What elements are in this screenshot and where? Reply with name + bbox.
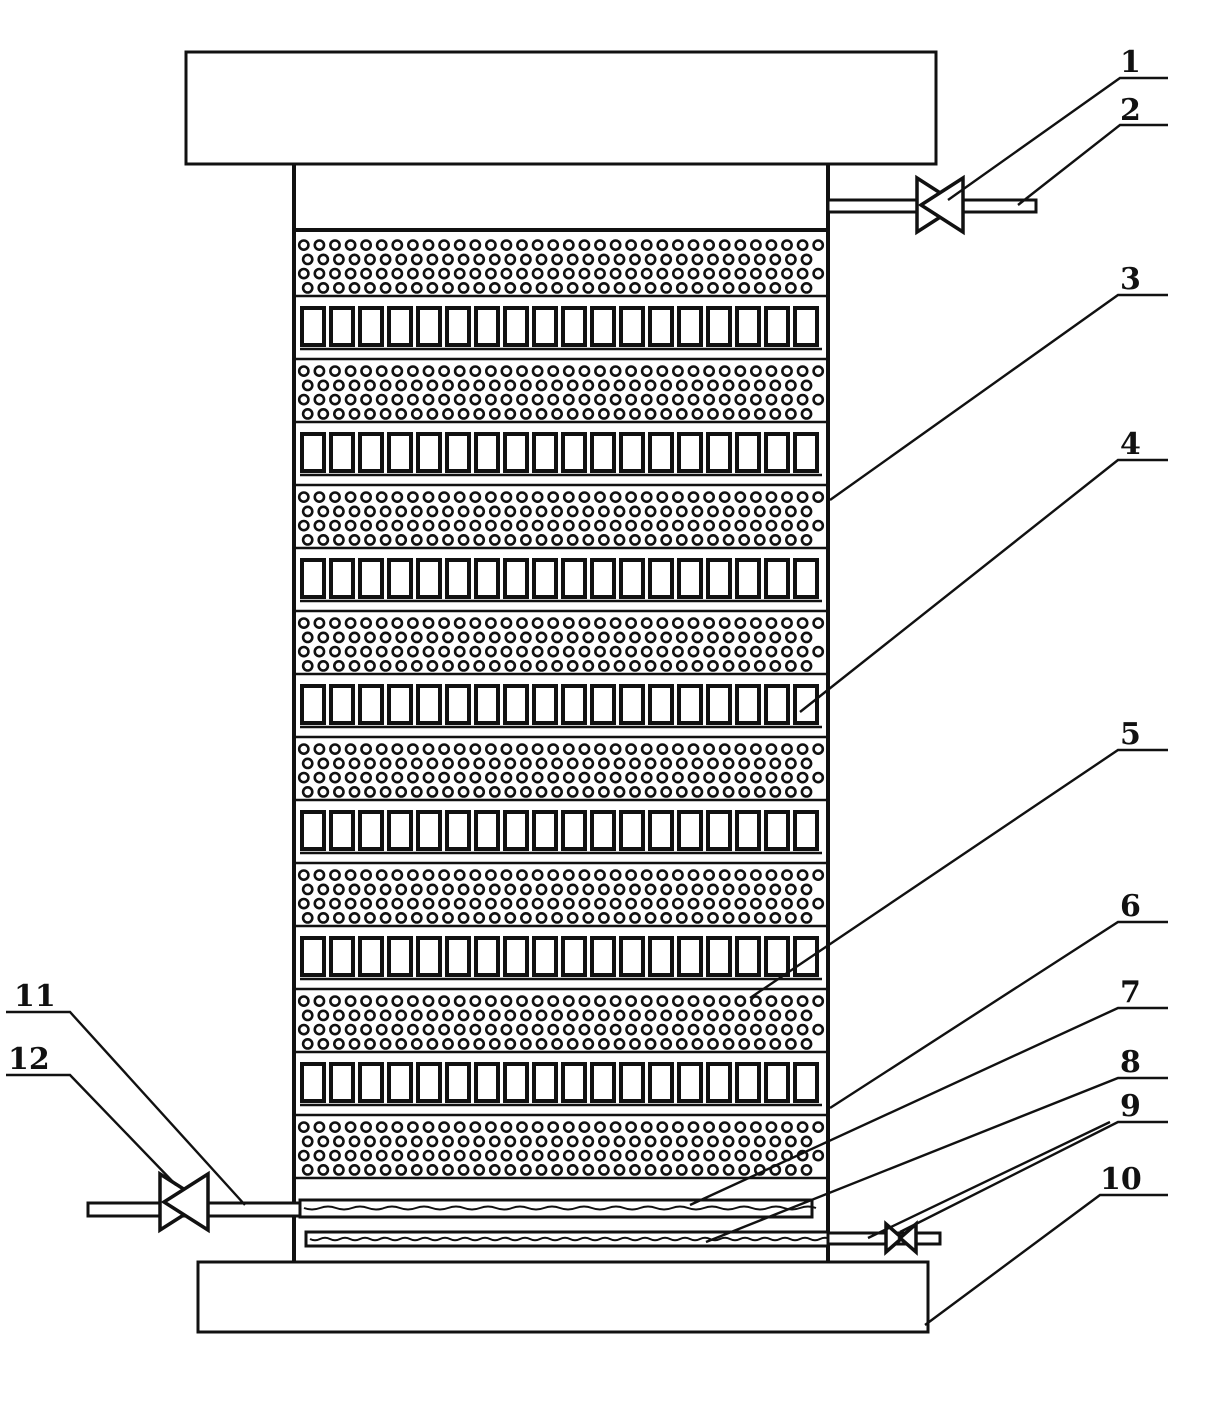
callout-4: 4 (1120, 427, 1141, 462)
leader-10 (924, 1193, 1168, 1326)
top-outlet-valve (915, 174, 965, 236)
callout-8: 8 (1120, 1045, 1141, 1080)
filter-block-layer (296, 306, 826, 361)
ceramsite-layer (296, 617, 826, 676)
leader-6 (829, 920, 1168, 1110)
top-plate (184, 50, 938, 166)
ceramsite-layer (296, 1121, 826, 1180)
packing-layers (296, 239, 826, 1180)
upper-aeration-tube-wave (303, 1205, 817, 1211)
ceramsite-layer (296, 239, 826, 298)
ceramsite-layer (296, 743, 826, 802)
filter-block-layer (296, 432, 826, 487)
lower-aeration-tube-wave (309, 1236, 831, 1242)
leader-8 (705, 1076, 1168, 1244)
callout-3: 3 (1120, 262, 1141, 297)
leader-5 (749, 748, 1168, 999)
bottom-base-plate (196, 1260, 930, 1334)
callout-12: 12 (8, 1042, 50, 1077)
ceramsite-layer (296, 491, 826, 550)
leader-4 (799, 458, 1168, 713)
leader-1 (947, 76, 1168, 201)
leader-9b (867, 1120, 1111, 1240)
filter-block-layer (296, 1062, 826, 1117)
leader-2 (1017, 123, 1168, 206)
callout-6: 6 (1120, 889, 1141, 924)
leader-11 (6, 1010, 246, 1206)
callout-10: 10 (1100, 1162, 1142, 1197)
callout-11: 11 (14, 979, 56, 1014)
leader-3 (829, 293, 1168, 501)
right-drain-pipe (826, 1231, 942, 1246)
ceramsite-layer (296, 995, 826, 1054)
filter-block-layer (296, 936, 826, 991)
ceramsite-layer (296, 869, 826, 928)
leader-7 (689, 1006, 1168, 1207)
filter-block-layer (296, 558, 826, 613)
callout-7: 7 (1120, 975, 1141, 1010)
leader-12 (6, 1073, 177, 1186)
ceramsite-layer (296, 365, 826, 424)
callout-9: 9 (1120, 1089, 1141, 1124)
filter-block-layer (296, 810, 826, 865)
callout-5: 5 (1120, 717, 1141, 752)
filter-block-layer (296, 684, 826, 739)
callout-1: 1 (1120, 45, 1141, 80)
left-inlet-valve (158, 1170, 210, 1234)
callout-2: 2 (1120, 93, 1141, 128)
leader-9 (899, 1120, 1168, 1234)
right-drain-valve (884, 1220, 918, 1256)
